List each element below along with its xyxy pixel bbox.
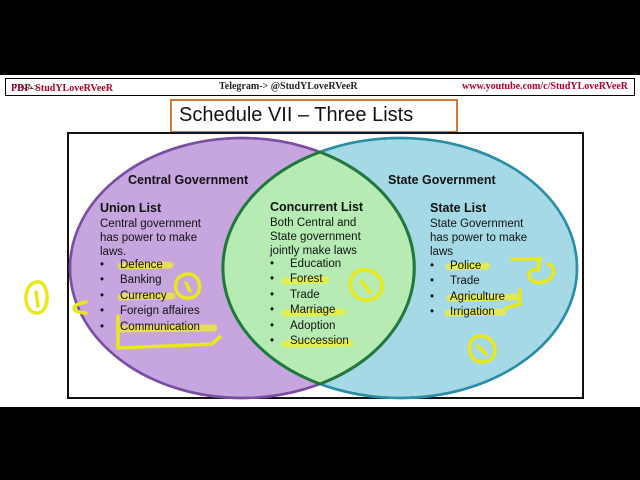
state-list-title: State List: [430, 201, 487, 215]
overlap-outline: [221, 150, 416, 386]
highlight-defence: [117, 261, 174, 270]
concurrent-overlap: [223, 138, 414, 398]
highlight-succession: [281, 339, 354, 348]
list-item: •Forest: [270, 273, 323, 286]
list-item: •Adoption: [270, 319, 336, 332]
annotation-left-one: [24, 280, 49, 315]
concurrent-description: Both Central and State government jointl…: [270, 216, 361, 258]
annotation-concurrent-circle: [348, 268, 384, 302]
header-bar: PDF-> FB-> StudYLoveRVeeR Telegram-> @St…: [5, 78, 635, 96]
annotation-union-circle: [173, 272, 202, 300]
facebook-link[interactable]: FB-> StudYLoveRVeeR: [11, 83, 113, 94]
telegram-link[interactable]: Telegram-> @StudYLoveRVeeR: [219, 81, 358, 92]
annotation-left-bracket: [72, 300, 88, 315]
list-item: •Communication: [100, 320, 200, 333]
state-description: State Government has power to make laws: [430, 217, 527, 259]
list-item: •Currency: [100, 289, 167, 302]
youtube-link[interactable]: www.youtube.com/c/StudYLoveRVeeR: [462, 81, 628, 92]
concurrent-items: •Education •Forest •Trade •Marriage •Ado…: [270, 257, 349, 349]
highlight-marks: [117, 261, 522, 348]
concurrent-desc-line: State government: [270, 231, 361, 243]
highlight-irrigation: [444, 308, 507, 317]
highlight-communication: [117, 324, 218, 333]
highlight-police: [445, 262, 491, 271]
union-items: •Defence •Banking •Currency •Foreign aff…: [100, 258, 200, 335]
diagram-frame: [67, 132, 584, 399]
list-item: •Trade: [430, 275, 480, 288]
highlight-forest: [281, 276, 330, 285]
concurrent-desc-line: jointly make laws: [270, 245, 357, 257]
state-desc-line: has power to make: [430, 232, 528, 244]
list-item: •Succession: [270, 335, 349, 348]
concurrent-desc-line: Both Central and: [270, 217, 357, 229]
highlight-agriculture: [446, 293, 522, 302]
union-government-heading: Central Government: [128, 173, 249, 187]
state-desc-line: State Government: [430, 218, 524, 230]
annotation-state-curl: [504, 257, 556, 310]
annotation-state-circle: [467, 334, 497, 364]
union-list-title: Union List: [100, 201, 162, 215]
list-item: •Defence: [100, 259, 163, 271]
concurrent-list-title: Concurrent List: [270, 200, 364, 214]
list-item: •Foreign affaires: [100, 305, 200, 318]
list-item: •Agriculture: [430, 290, 505, 303]
pdf-prefix: PDF->: [11, 83, 40, 94]
state-government-heading: State Government: [388, 173, 496, 187]
union-desc-line: has power to make: [100, 232, 198, 244]
list-item: •Trade: [270, 288, 320, 301]
annotation-union-bracket: [116, 314, 222, 350]
list-item: •Irrigation: [430, 306, 495, 319]
annotation-marks: [24, 257, 556, 364]
state-items: •Police •Trade •Agriculture •Irrigation: [430, 259, 505, 321]
union-desc-line: laws.: [100, 246, 127, 258]
highlight-marriage: [281, 308, 346, 317]
union-description: Central government has power to make law…: [100, 217, 201, 259]
list-item: •Marriage: [270, 304, 336, 317]
list-item: •Education: [270, 258, 342, 270]
union-desc-line: Central government: [100, 218, 201, 230]
list-item: •Police: [430, 260, 482, 272]
state-desc-line: laws: [430, 246, 454, 258]
highlight-currency: [117, 292, 176, 301]
page-title: Schedule VII – Three Lists: [179, 104, 414, 126]
list-item: •Banking: [100, 274, 162, 287]
